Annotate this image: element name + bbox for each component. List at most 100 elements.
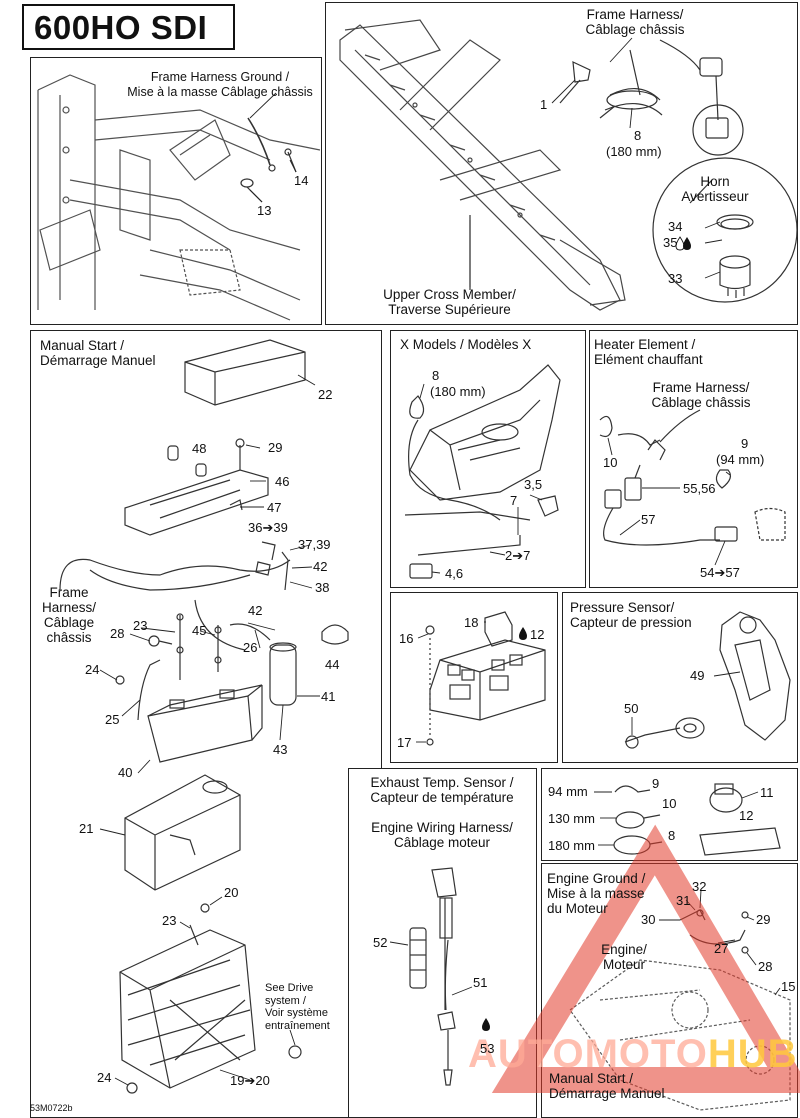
part-26: 26 xyxy=(243,640,258,655)
part-55-56: 55,56 xyxy=(683,481,716,496)
engine-harness-line1: Engine Wiring Harness/ xyxy=(371,820,513,835)
engine-line2: Moteur xyxy=(602,957,646,972)
tie-size-180: 180 mm xyxy=(548,838,595,853)
horn-label-line2: Avertisseur xyxy=(681,189,749,204)
panel-frame-top xyxy=(325,2,798,325)
part-31: 31 xyxy=(676,893,691,908)
heater-label: Heater Element / Elément chauffant xyxy=(594,337,703,367)
tie-part-9: 9 xyxy=(652,776,660,791)
part-13: 13 xyxy=(257,203,272,218)
engine-manual-start-label: Manual Start / Démarrage Manuel xyxy=(549,1071,665,1101)
part-15: 15 xyxy=(781,979,796,994)
exhaust-label-line2: Capteur de température xyxy=(370,790,514,805)
drive-line3: Voir système xyxy=(265,1007,328,1019)
tie-size-130: 130 mm xyxy=(548,811,595,826)
tie-part-8: 8 xyxy=(668,828,676,843)
engine-ground-label: Engine Ground / Mise à la masse du Moteu… xyxy=(547,871,645,916)
reference-code: 53M0722b xyxy=(30,1103,73,1113)
part-4-6: 4,6 xyxy=(445,566,464,581)
part-3-5: 3,5 xyxy=(524,477,543,492)
part-28-engine: 28 xyxy=(758,959,773,974)
part-18: 18 xyxy=(464,615,479,630)
tie-part-10: 10 xyxy=(662,796,677,811)
part-28: 28 xyxy=(110,626,125,641)
size-180-x: (180 mm) xyxy=(430,384,486,399)
engine-ground-line1: Engine Ground / xyxy=(547,871,646,886)
panel-x-models xyxy=(390,330,586,588)
drive-system-label: See Drive system / Voir système entraîne… xyxy=(265,982,330,1032)
part-7: 7 xyxy=(510,493,518,508)
part-23-lower: 23 xyxy=(162,913,177,928)
part-46: 46 xyxy=(275,474,290,489)
cross-member-label: Upper Cross Member/ Traverse Supérieure xyxy=(362,287,537,317)
watermark-part2: HUB xyxy=(707,1032,798,1076)
part-37-39: 37,39 xyxy=(298,537,331,552)
part-54-57: 54➔57 xyxy=(700,565,740,580)
engine-harness-label: Engine Wiring Harness/ Câblage moteur xyxy=(352,820,532,850)
pressure-label-line1: Pressure Sensor/ xyxy=(570,600,675,615)
part-2-7: 2➔7 xyxy=(505,548,531,563)
frame-ground-label-line2: Mise à la masse Câblage châssis xyxy=(127,85,313,99)
part-25: 25 xyxy=(105,712,120,727)
part-12-tube: 12 xyxy=(739,808,754,823)
manual-harness-line2: Harness/ xyxy=(41,600,97,615)
page-title: 600HO SDI xyxy=(22,4,235,50)
watermark-triangle xyxy=(491,824,800,1093)
drive-line2: system / xyxy=(265,994,306,1007)
part-12-fuse: 12 xyxy=(530,627,545,642)
part-22: 22 xyxy=(318,387,333,402)
engine-label: Engine/ Moteur xyxy=(584,942,664,972)
size-94-heater: (94 mm) xyxy=(716,452,765,467)
cross-member-label-line2: Traverse Supérieure xyxy=(388,302,511,317)
part-24-upper: 24 xyxy=(85,662,100,677)
part-23-upper: 23 xyxy=(133,618,148,633)
part-8-frame: 8 xyxy=(634,128,642,143)
cross-member-label-line1: Upper Cross Member/ xyxy=(383,287,516,302)
panel-manual-start xyxy=(30,330,382,1118)
part-32: 32 xyxy=(692,879,707,894)
part-27: 27 xyxy=(714,941,729,956)
engine-manual-line1: Manual Start / xyxy=(549,1071,634,1086)
panel-exhaust xyxy=(348,768,537,1118)
x-models-label: X Models / Modèles X xyxy=(400,337,532,352)
manual-harness-line1: Frame xyxy=(49,585,89,600)
part-43: 43 xyxy=(273,742,288,757)
part-48: 48 xyxy=(192,441,207,456)
part-11: 11 xyxy=(760,785,774,800)
engine-harness-line2: Câblage moteur xyxy=(393,835,491,850)
watermark: AUTOMOTOHUB xyxy=(468,1032,798,1077)
part-10-heater: 10 xyxy=(603,455,618,470)
part-38: 38 xyxy=(315,580,330,595)
heater-harness-line2: Câblage châssis xyxy=(651,395,751,410)
part-33: 33 xyxy=(668,271,683,286)
size-180-frame: (180 mm) xyxy=(606,144,662,159)
part-24-lower: 24 xyxy=(97,1070,112,1085)
part-45: 45 xyxy=(192,623,207,638)
part-35: 35 xyxy=(663,235,678,250)
pressure-label-line2: Capteur de pression xyxy=(570,615,692,630)
part-16: 16 xyxy=(399,631,414,646)
part-34: 34 xyxy=(668,219,683,234)
drive-line1: See Drive xyxy=(265,982,314,994)
part-19-20: 19➔20 xyxy=(230,1073,270,1088)
manual-harness-label: Frame Harness/ Câblage châssis xyxy=(34,585,104,645)
exhaust-label: Exhaust Temp. Sensor / Capteur de tempér… xyxy=(352,775,532,805)
frame-top-label: Frame Harness/ Câblage châssis xyxy=(570,7,700,37)
engine-manual-line2: Démarrage Manuel xyxy=(549,1086,665,1101)
part-47: 47 xyxy=(267,500,282,515)
part-42-upper: 42 xyxy=(313,559,328,574)
panel-frame-ground xyxy=(30,57,322,325)
frame-top-label-line1: Frame Harness/ xyxy=(586,7,684,22)
part-52: 52 xyxy=(373,935,388,950)
manual-start-label-line1: Manual Start / xyxy=(40,338,125,353)
horn-label: Horn Avertisseur xyxy=(670,174,760,204)
part-29-battery: 29 xyxy=(268,440,283,455)
part-21: 21 xyxy=(79,821,94,836)
part-42-lower: 42 xyxy=(248,603,263,618)
watermark-part1: AUTOMOTO xyxy=(468,1032,708,1076)
heater-harness-label: Frame Harness/ Câblage châssis xyxy=(636,380,766,410)
exhaust-label-line1: Exhaust Temp. Sensor / xyxy=(370,775,514,790)
panel-heater xyxy=(589,330,798,588)
part-9-heater: 9 xyxy=(741,436,749,451)
